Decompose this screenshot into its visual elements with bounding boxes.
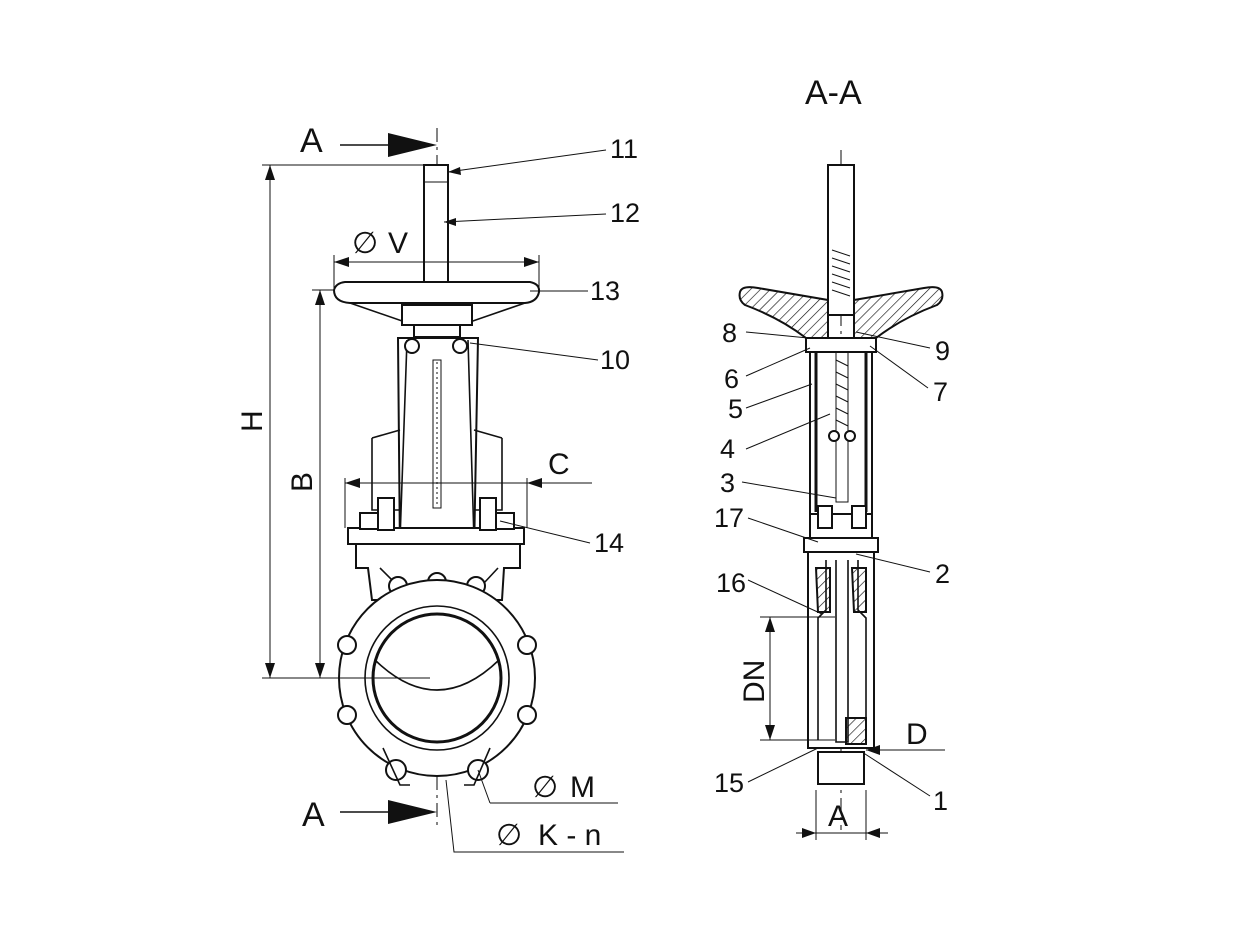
part-2: 2 (935, 559, 950, 589)
part-17: 17 (714, 503, 744, 533)
part-9: 9 (935, 336, 950, 366)
section-title: A-A (805, 74, 862, 112)
section-handwheel-right (853, 286, 944, 339)
part-11: 11 (610, 134, 638, 164)
section-handwheel-left (738, 286, 829, 339)
handwheel (332, 281, 541, 304)
dim-dn: DN (738, 660, 771, 703)
part-1: 1 (933, 786, 948, 816)
section-mark-bottom: A (302, 796, 325, 834)
part-12: 12 (610, 198, 640, 228)
section-mark-top: A (300, 122, 323, 160)
part-15: 15 (714, 768, 744, 798)
section-view: A-A DN (714, 74, 950, 840)
dim-h: H (236, 410, 269, 432)
gland-flange (347, 527, 525, 545)
part-7: 7 (933, 377, 948, 407)
section-bottom-boss (817, 751, 865, 785)
part-3: 3 (720, 468, 735, 498)
dim-c: C (548, 448, 570, 481)
section-arrow-bottom-icon (388, 800, 437, 824)
yoke-nut (401, 304, 473, 326)
part-8: 8 (722, 318, 737, 348)
dim-kn: K - n (538, 819, 601, 852)
part-5: 5 (728, 394, 743, 424)
part-10: 10 (600, 345, 630, 375)
part-13: 13 (590, 276, 620, 306)
dim-v: V (388, 227, 408, 260)
dim-a: A (828, 800, 848, 833)
section-stem (827, 164, 855, 316)
dim-b: B (286, 472, 319, 492)
section-yoke (809, 351, 873, 515)
part-4: 4 (720, 434, 735, 464)
dim-m: M (570, 771, 595, 804)
section-arrow-top-icon (388, 133, 437, 157)
section-gland (803, 537, 879, 553)
part-6: 6 (724, 364, 739, 394)
dim-m-symbol: ∅ (532, 771, 558, 804)
gate-slot (432, 359, 442, 509)
dim-d: D (906, 718, 928, 751)
dim-v-symbol: ∅ (352, 227, 378, 260)
dim-kn-symbol: ∅ (496, 819, 522, 852)
part-14: 14 (594, 528, 624, 558)
yoke (396, 337, 480, 556)
front-view: A A (236, 122, 640, 853)
part-16: 16 (716, 568, 746, 598)
